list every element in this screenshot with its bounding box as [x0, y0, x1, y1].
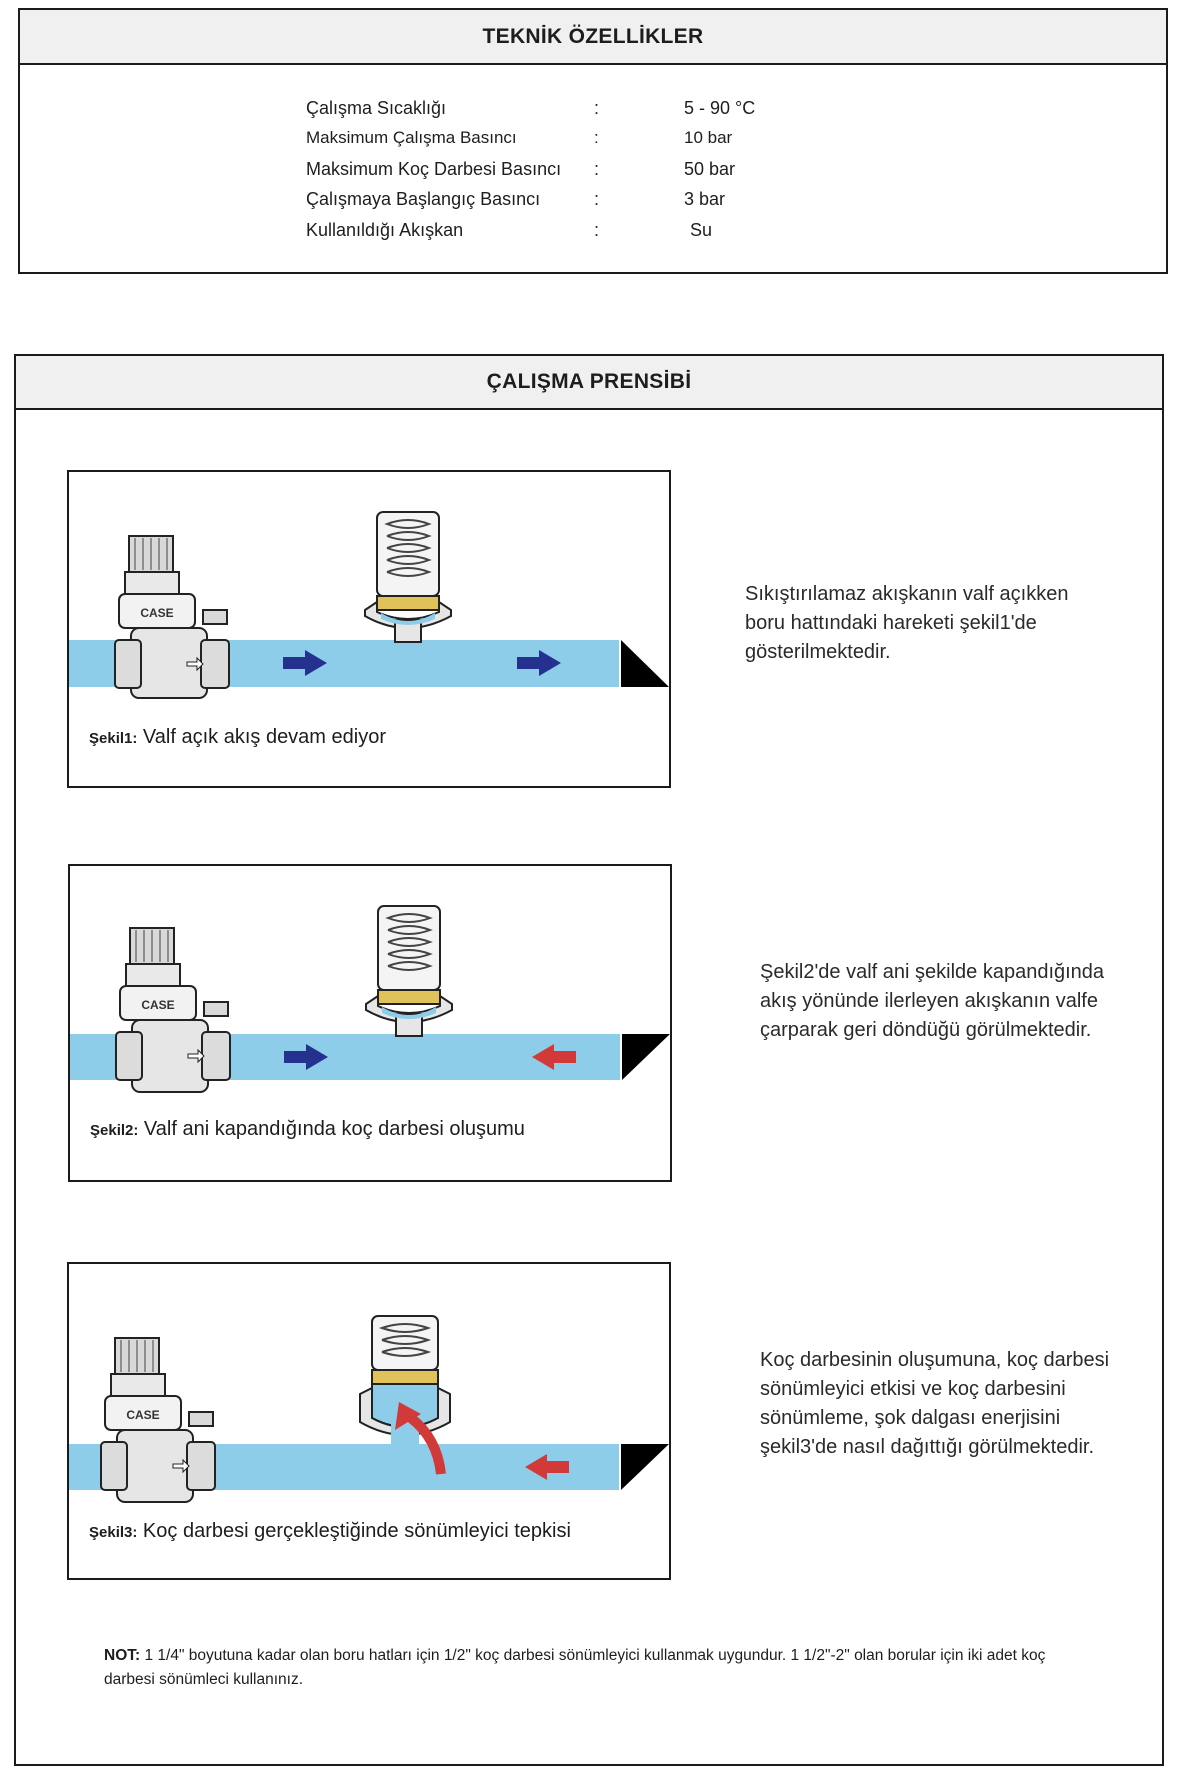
figure-description: Koç darbesinin oluşumuna, koç darbesi sö… [760, 1349, 1110, 1458]
arrester-icon [365, 905, 453, 1037]
figure-description: Şekil2'de valf ani şekilde kapandığında … [760, 961, 1105, 1041]
principle-panel: ÇALIŞMA PRENSİBİ CASE [14, 354, 1164, 1766]
figure-1-diagram: CASE [69, 511, 669, 699]
principle-title: ÇALIŞMA PRENSİBİ [16, 356, 1162, 410]
spec-value: 50 bar [684, 159, 736, 179]
damping-arrow-icon [395, 1402, 446, 1475]
spec-label: Çalışmaya Başlangıç Basıncı [306, 189, 541, 209]
spec-title: TEKNİK ÖZELLİKLER [20, 10, 1166, 65]
brand-mark: CASE [141, 998, 174, 1012]
spec-separator: : [594, 189, 600, 209]
figure-2-diagram: CASE [70, 905, 670, 1093]
figure-3: CASE Şekil3: Koç [67, 1262, 671, 1580]
return-arrow-icon [525, 1454, 569, 1480]
arrester-icon [359, 1315, 451, 1446]
figure-3-diagram: CASE [69, 1315, 669, 1503]
figure-caption: Şekil2: Valf ani kapandığında koç darbes… [90, 1118, 525, 1140]
valve-icon: CASE [115, 927, 231, 1093]
spec-separator: : [594, 220, 600, 240]
spec-separator: : [594, 159, 600, 179]
spec-value: 10 bar [684, 128, 733, 147]
figure-caption: Şekil1: Valf açık akış devam ediyor [89, 726, 386, 748]
spec-label: Maksimum Çalışma Basıncı [306, 128, 517, 147]
figure-2: CASE Şekil2: Valf ani kap [68, 864, 672, 1182]
figure-caption: Şekil3: Koç darbesi gerçekleştiğinde sön… [89, 1520, 571, 1542]
spec-label: Kullanıldığı Akışkan [306, 220, 464, 240]
spec-value: 3 bar [684, 189, 726, 209]
spec-separator: : [594, 128, 599, 147]
brand-mark: CASE [126, 1408, 159, 1422]
flow-arrow-icon [283, 650, 561, 676]
spec-panel: TEKNİK ÖZELLİKLER Çalışma Sıcaklığı : 5 … [18, 8, 1168, 274]
spec-value: Su [690, 220, 713, 240]
note-text: NOT: 1 1/4" boyutuna kadar olan boru hat… [104, 1647, 1046, 1688]
flow-arrow-icon [284, 1044, 328, 1070]
spec-label: Çalışma Sıcaklığı [306, 98, 447, 118]
arrester-icon [364, 511, 452, 643]
valve-icon: CASE [100, 1337, 216, 1503]
spec-value: 5 - 90 °C [684, 98, 756, 118]
figure-description: Sıkıştırılamaz akışkanın valf açıkken bo… [745, 583, 1069, 663]
return-arrow-icon [532, 1044, 576, 1070]
figure-1: CASE Şekil1: Valf açık akış devam ediyo [67, 470, 671, 788]
brand-mark: CASE [140, 606, 173, 620]
spec-separator: : [594, 98, 600, 118]
spec-label: Maksimum Koç Darbesi Basıncı [306, 159, 562, 179]
valve-icon: CASE [114, 535, 230, 699]
